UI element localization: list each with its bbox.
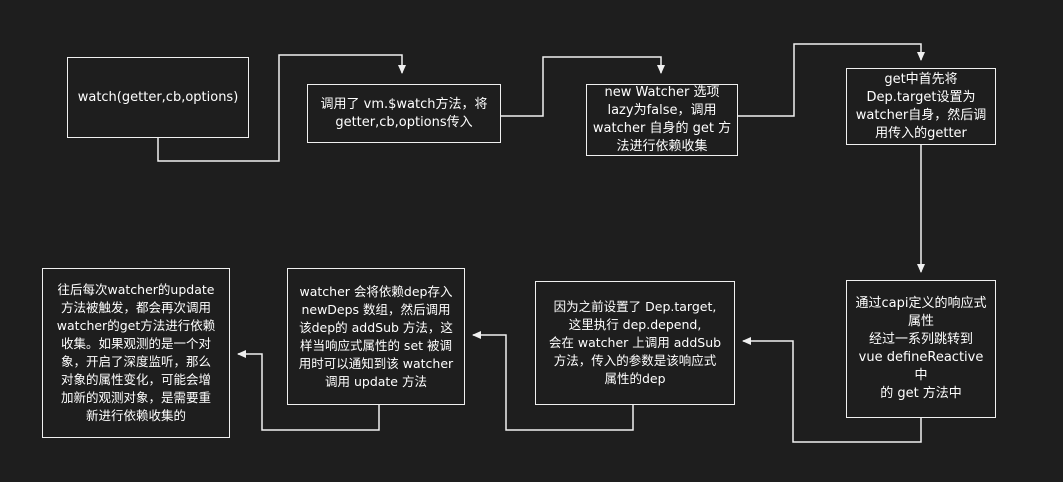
node-get-sets-dep-target: get中首先将 Dep.target设置为 watcher自身，然后调 用传入的… — [846, 68, 996, 145]
connector-new-watcher-to-get — [738, 43, 925, 117]
node-vm-watch: 调用了 vm.$watch方法，将 getter,cb,options传入 — [307, 84, 501, 143]
node-reactive-getter: 通过capi定义的响应式 属性 经过一系列跳转到 vue defineReact… — [846, 280, 996, 418]
connector-dep-depend-to-add-sub — [472, 331, 634, 431]
node-dep-depend: 因为之前设置了 Dep.target, 这里执行 dep.depend, 会在 … — [535, 281, 735, 405]
connector-reactive-getter-to-dep-depend — [742, 337, 922, 443]
node-add-sub: watcher 会将依赖dep存入 newDeps 数组，然后调用 该dep的 … — [287, 268, 465, 405]
connector-add-sub-to-recollect — [237, 350, 380, 431]
node-watch-call: watch(getter,cb,options) — [67, 57, 249, 138]
connector-watch-to-vm-watch — [157, 54, 406, 162]
node-new-watcher: new Watcher 选项 lazy为false，调用 watcher 自身的… — [586, 84, 738, 156]
connector-vm-watch-to-new-watcher — [501, 56, 665, 117]
node-recollect-deps: 往后每次watcher的update 方法被触发，都会再次调用 watcher的… — [42, 268, 230, 438]
